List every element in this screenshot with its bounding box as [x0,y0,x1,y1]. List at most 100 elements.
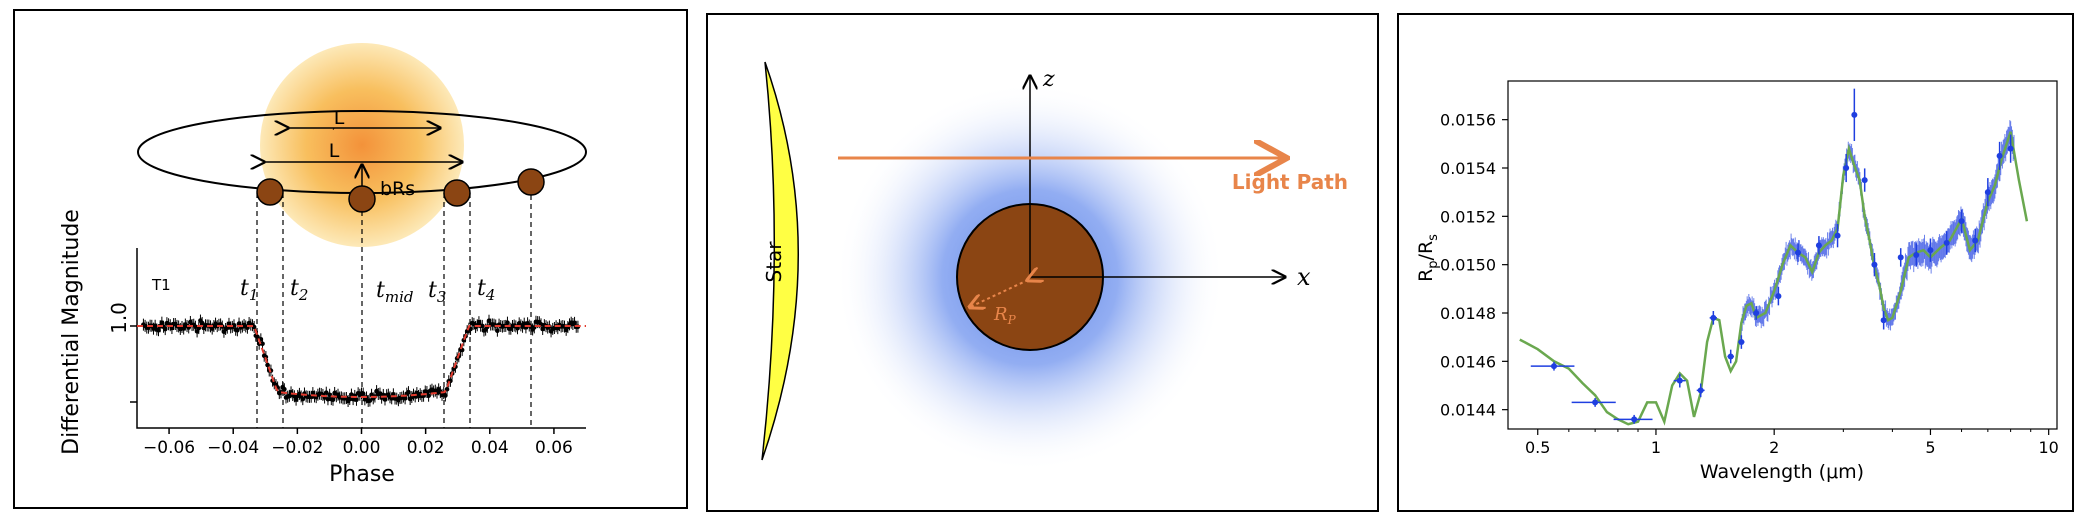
spectrum-point [1972,237,1979,244]
lightcurve-xtick-label: 0.00 [343,438,381,458]
lightcurve-point [310,390,316,396]
spectrum-point [1727,353,1734,360]
lightcurve-point [444,386,450,392]
planet-radius-label: RP [993,304,1017,327]
lightcurve-point [330,397,336,403]
spectrum-ytick-label: 0.0144 [1440,401,1496,420]
lightcurve-xtick-label: −0.06 [143,438,195,458]
planet-position-mid [348,185,376,213]
x-axis-label: x [1297,263,1311,291]
star-limb-crescent [761,61,799,461]
lightcurve-point [495,328,500,333]
label-L-bottom: L [329,140,340,162]
spectrum-point [1815,242,1822,249]
planet-radius-arrow [970,280,1028,307]
spectrum-point [1984,189,1991,196]
lightcurve-point [354,397,359,403]
lightcurve-point [476,319,482,325]
spectrum-point [1851,111,1858,118]
spectrum-point [1753,310,1760,316]
spectrum-point [2007,145,2014,152]
spectrum-point [1795,249,1802,256]
lightcurve-point [152,323,158,329]
spectrum-ytick-label: 0.0156 [1440,111,1496,130]
spectrum-point [1958,218,1965,225]
spectrum-point [1676,377,1683,384]
spectrum-point [1927,247,1934,254]
lightcurve-point [236,321,242,326]
lightcurve-point [426,393,431,399]
spectrum-xlabel: Wavelength (μm) [1700,461,1864,483]
panel-3-frame [1397,13,2074,512]
lightcurve-point [159,320,165,325]
spectrum-point [1913,252,1920,258]
spectrum-point [1834,232,1841,239]
planet-position-t1 [256,178,284,206]
spectrum-ytick-label: 0.0152 [1440,207,1496,226]
lightcurve-xtick-label: −0.02 [271,438,323,458]
label-t1: t1 [240,276,258,304]
lightcurve-point [540,326,545,332]
spectrum-xtick-label: 2 [1769,438,1779,457]
spectrum-ylabel: Rp/Rs [1415,234,1441,282]
spectrum-point [1996,152,2003,159]
lightcurve-xtick-label: 0.02 [407,438,445,458]
spectrum-point [1631,416,1638,423]
spectrum-point [1592,399,1599,406]
lightcurve-point [293,397,299,402]
lightcurve-point [402,396,408,401]
lightcurve-point [521,321,527,326]
lightcurve-model [137,325,586,398]
planet-position-t4 [517,168,545,196]
lightcurve-point [505,320,510,325]
spectrum-point [1738,339,1745,345]
label-bRs: bRs [380,178,415,200]
spectrum-point [1775,293,1782,300]
spectrum-model-line [1519,131,2029,426]
lightcurve-point [260,341,265,347]
label-t4: t4 [477,276,495,304]
spectrum-point [1697,387,1704,394]
lightcurve-point [255,334,260,340]
lightcurve-point [162,326,168,332]
ytick-label-1-0: 1.0 [107,302,131,334]
lightcurve-point [382,397,388,402]
spectrum-point [1710,314,1717,321]
lightcurve-axes [136,248,586,429]
spectrum-point [1550,363,1557,370]
lightcurve-point [265,362,270,368]
lightcurve-point [181,326,186,331]
star-disk [260,43,464,247]
z-axis-label: z [1042,67,1055,92]
lightcurve-ylabel: Differential Magnitude [59,209,84,455]
spectrum-point [1880,317,1887,324]
spectrum-point [1843,165,1850,171]
lightcurve-point [515,325,520,331]
spectrum-xtick-label: 0.5 [1525,438,1550,457]
spectrum-point [1943,239,1950,246]
spectrum-xtick-label: 5 [1925,438,1935,457]
spectrum-point [1897,254,1904,261]
spectrum-ytick-label: 0.0148 [1440,304,1496,323]
lightcurve-point [443,393,448,398]
lightcurve-point [323,390,329,395]
lightcurve-point [199,320,205,326]
label-t3: t3 [428,278,446,306]
panel-transmission-geometry: Star z x Light Path RP [706,13,1379,512]
lightcurve-point [226,321,232,327]
spectrum-xtick-label: 1 [1651,438,1661,457]
light-path-label: Light Path [1232,170,1348,194]
lightcurve-xlabel: Phase [329,462,395,487]
spectrum-ytick-label: 0.0154 [1440,159,1496,178]
spectrum-ytick-label: 0.0146 [1440,352,1496,371]
spectrum-point [1861,177,1868,184]
label-t2: t2 [290,276,308,304]
lightcurve-xtick-label: 0.06 [535,438,573,458]
lightcurve-point [235,328,240,333]
spectrum-plot-area [1507,80,2058,430]
lightcurve-point [360,391,366,396]
lightcurve-point [572,320,577,326]
